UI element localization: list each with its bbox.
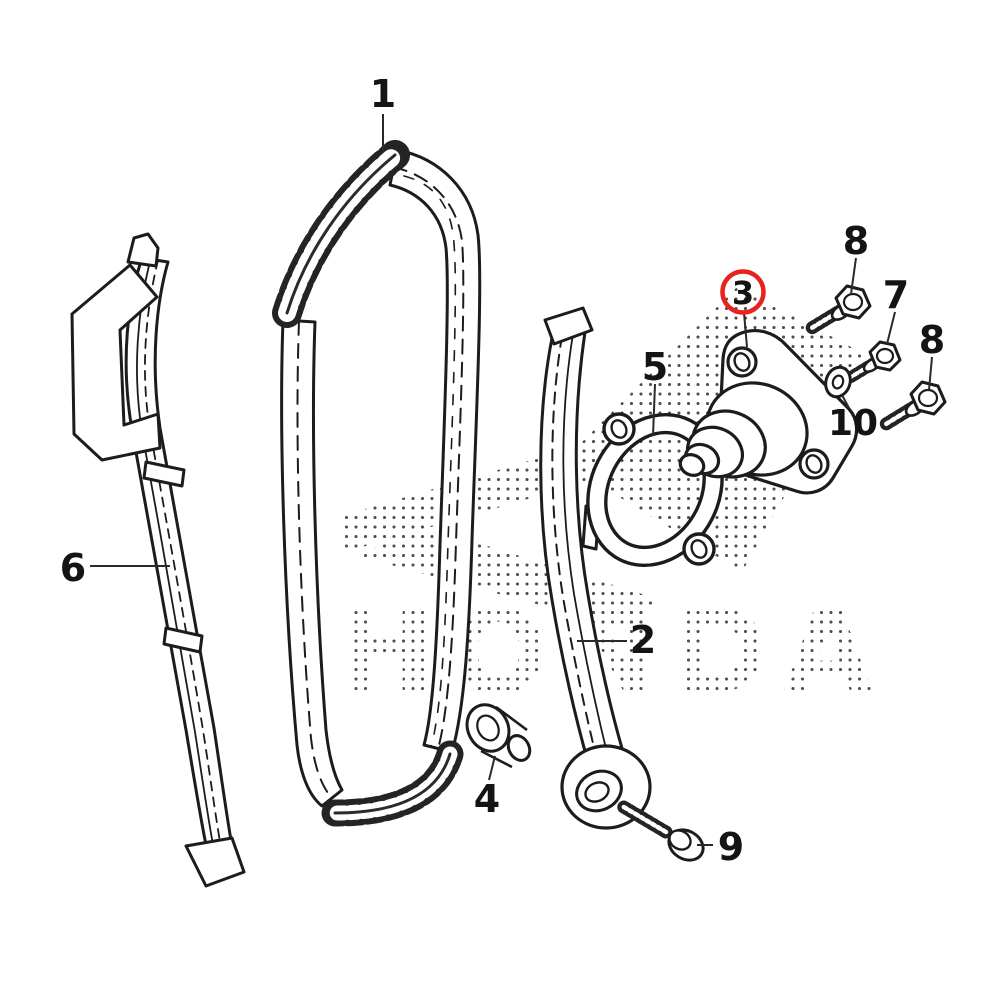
part-bolt-7 xyxy=(845,340,902,383)
callout-5[interactable]: 5 xyxy=(642,345,668,389)
callout-1[interactable]: 1 xyxy=(370,72,396,116)
part-cam-chain xyxy=(272,140,482,827)
honda-wing-watermark: HONDA xyxy=(338,286,887,720)
part-gasket xyxy=(586,412,724,568)
callout-10[interactable]: 10 xyxy=(828,403,878,444)
part-tensioner-arm xyxy=(539,306,652,830)
callout-7[interactable]: 7 xyxy=(883,273,909,317)
part-pivot-collar xyxy=(465,703,532,769)
callout-4[interactable]: 4 xyxy=(474,777,500,821)
callout-9[interactable]: 9 xyxy=(718,825,744,869)
callout-8a[interactable]: 8 xyxy=(843,219,869,263)
highlight-circle-3[interactable] xyxy=(720,269,766,315)
part-flange-bolt-8a xyxy=(803,284,872,336)
leader-lines xyxy=(90,114,933,846)
part-flange-bolt-8b xyxy=(879,380,947,431)
part-tensioner-lifter xyxy=(678,329,859,495)
callout-3[interactable]: 3 xyxy=(732,274,754,312)
callout-2[interactable]: 2 xyxy=(630,618,656,662)
part-washer-10 xyxy=(824,365,852,399)
part-flange-bolt-9 xyxy=(615,799,705,862)
part-chain-guide xyxy=(70,232,246,888)
honda-watermark-text: HONDA xyxy=(338,585,887,720)
callout-8b[interactable]: 8 xyxy=(919,318,945,362)
callout-6[interactable]: 6 xyxy=(60,546,86,590)
